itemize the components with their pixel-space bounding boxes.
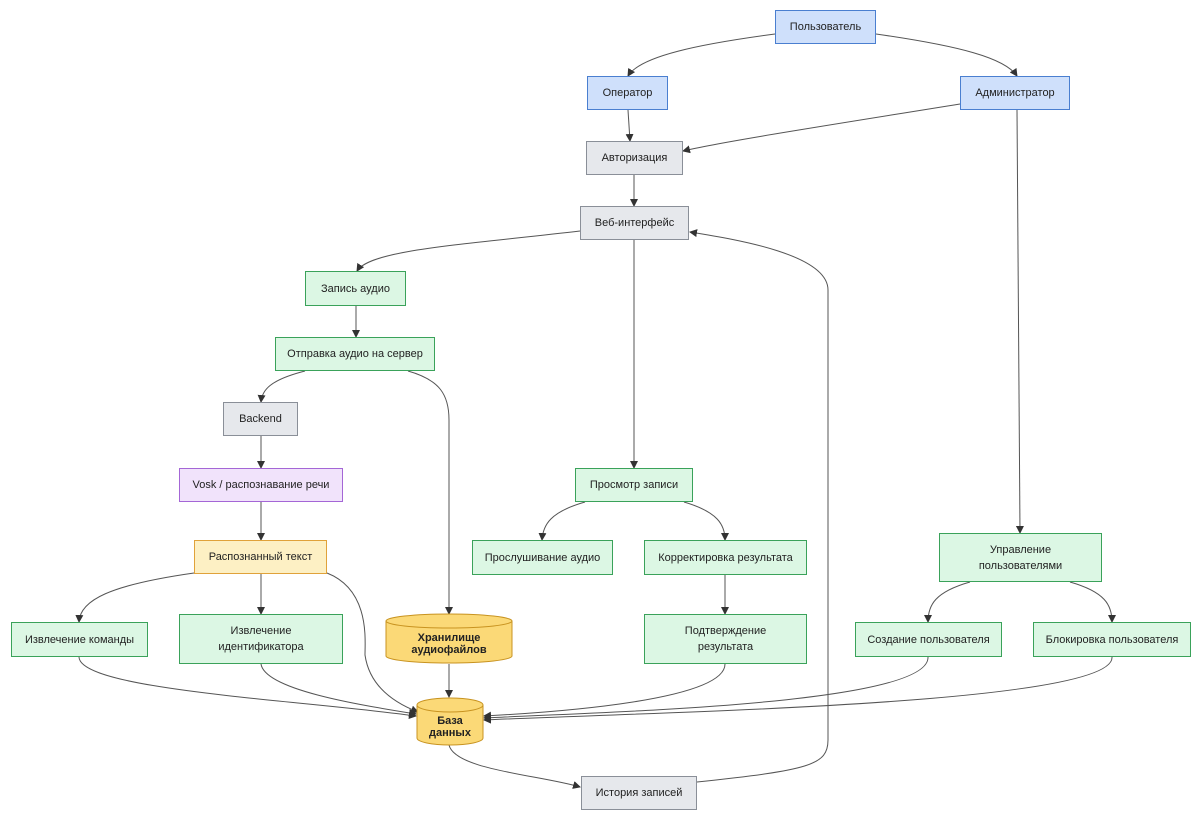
node-create: Создание пользователя	[855, 622, 1002, 657]
node-ident: Извлечение идентификатора	[179, 614, 343, 664]
storage-cylinder	[385, 613, 513, 664]
edge-db-history	[448, 744, 581, 789]
node-record: Запись аудио	[305, 271, 406, 306]
edge-text-cmd	[75, 572, 195, 623]
db-cylinder	[416, 697, 484, 746]
node-cmd: Извлечение команды	[11, 622, 148, 657]
node-admin: Администратор	[960, 76, 1070, 110]
node-manage: Управление пользователями	[939, 533, 1102, 582]
edge-cmd-db	[78, 656, 417, 720]
edge-user-admin	[875, 33, 1018, 77]
node-auth: Авторизация	[586, 141, 683, 175]
node-operator: Оператор	[587, 76, 668, 110]
edge-block-db	[483, 656, 1113, 724]
node-web: Веб-интерфейс	[580, 206, 689, 240]
node-db: База данных	[429, 715, 471, 739]
edge-send-storage	[407, 370, 453, 615]
node-confirm: Подтверждение результата	[644, 614, 807, 664]
edge-admin-manage	[1015, 109, 1024, 534]
edge-history-web	[689, 229, 829, 783]
edge-send-backend	[257, 370, 306, 403]
edge-text-db	[326, 572, 419, 714]
edge-manage-create	[924, 581, 971, 623]
edge-view-correct	[683, 501, 729, 541]
edge-ident-db	[260, 663, 417, 717]
node-backend: Backend	[223, 402, 298, 436]
node-view: Просмотр записи	[575, 468, 693, 502]
edge-operator-auth	[625, 109, 634, 142]
edge-web-record	[356, 230, 581, 272]
node-storage: Хранилище аудиофайлов	[411, 632, 487, 656]
node-user: Пользователь	[775, 10, 876, 44]
edge-view-listen	[538, 501, 586, 541]
node-history: История записей	[581, 776, 697, 810]
node-send: Отправка аудио на сервер	[275, 337, 435, 371]
edge-confirm-db	[483, 663, 726, 720]
edge-manage-block	[1069, 581, 1116, 623]
edge-user-operator	[627, 33, 776, 77]
edge-admin-auth	[682, 103, 961, 154]
node-correct: Корректировка результата	[644, 540, 807, 575]
edge-create-db	[483, 656, 929, 722]
node-text: Распознанный текст	[194, 540, 327, 574]
node-vosk: Vosk / распознавание речи	[179, 468, 343, 502]
node-block: Блокировка пользователя	[1033, 622, 1191, 657]
node-listen: Прослушивание аудио	[472, 540, 613, 575]
